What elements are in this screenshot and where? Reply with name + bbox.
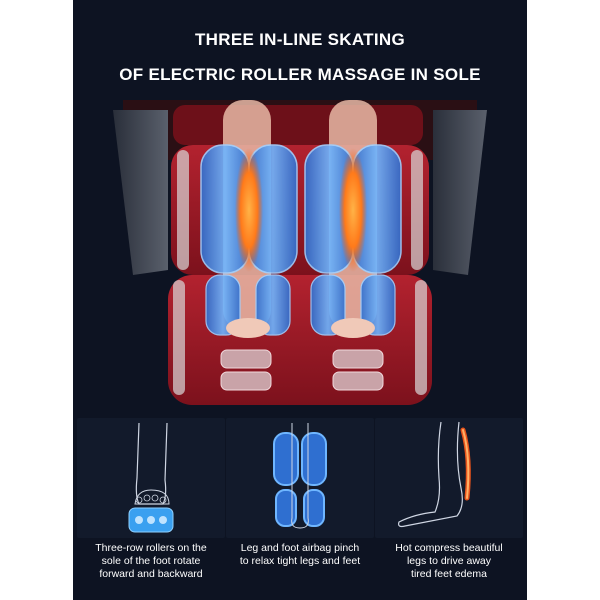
- headline-line-1: THREE IN-LINE SKATING: [195, 30, 405, 49]
- feature-caption-heat: Hot compress beautiful legs to drive awa…: [395, 542, 503, 580]
- feature-card-rollers: [77, 418, 225, 538]
- heat-leg-icon: [398, 421, 471, 528]
- feature-card-heat: [375, 418, 523, 538]
- product-banner: THREE IN-LINE SKATING OF ELECTRIC ROLLER…: [73, 0, 527, 600]
- roller-foot-icon: [128, 422, 174, 533]
- leg-rest-illustration: [113, 100, 487, 405]
- headline-line-2: OF ELECTRIC ROLLER MASSAGE IN SOLE: [119, 65, 481, 84]
- feature-card-airbags: [226, 418, 374, 538]
- feature-caption-rollers: Three-row rollers on the sole of the foo…: [95, 542, 207, 580]
- airbag-leg-icon: [273, 423, 327, 529]
- feature-caption-airbags: Leg and foot airbag pinch to relax tight…: [239, 542, 361, 567]
